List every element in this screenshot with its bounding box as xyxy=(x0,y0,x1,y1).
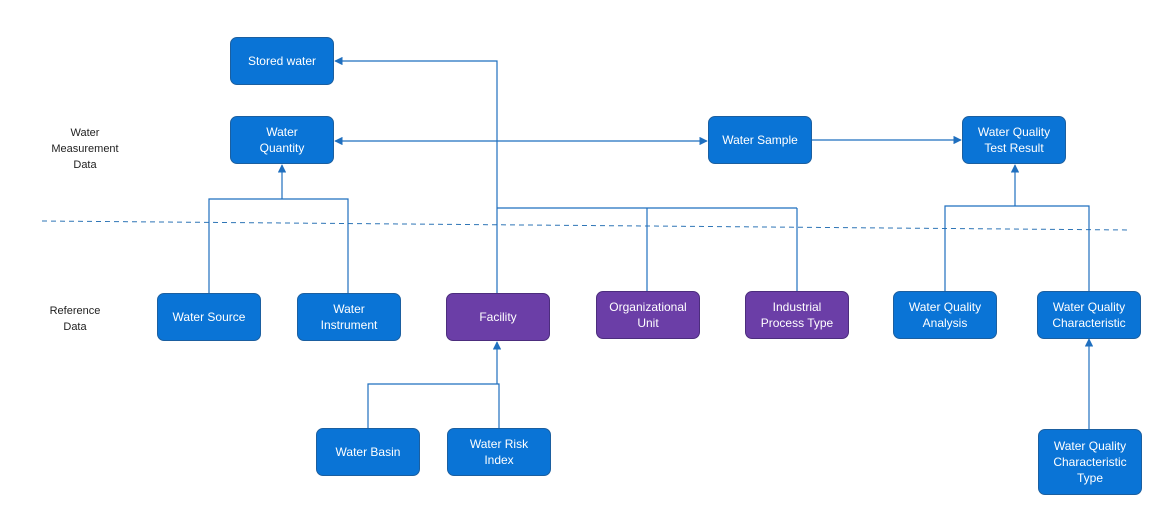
node-industrial-process-type[interactable]: Industrial Process Type xyxy=(745,291,849,339)
node-water-quality-analysis[interactable]: Water Quality Analysis xyxy=(893,291,997,339)
node-water-quantity[interactable]: Water Quantity xyxy=(230,116,334,164)
node-water-sample[interactable]: Water Sample xyxy=(708,116,812,164)
connector-basin-risk-bus xyxy=(367,383,500,428)
node-water-source[interactable]: Water Source xyxy=(157,293,261,341)
node-water-basin[interactable]: Water Basin xyxy=(316,428,420,476)
node-water-quality-characteristic-type[interactable]: Water Quality Characteristic Type xyxy=(1038,429,1142,495)
node-water-quality-characteristic[interactable]: Water Quality Characteristic xyxy=(1037,291,1141,339)
node-stored-water[interactable]: Stored water xyxy=(230,37,334,85)
node-facility[interactable]: Facility xyxy=(446,293,550,341)
node-organizational-unit[interactable]: Organizational Unit xyxy=(596,291,700,339)
zone-label-measurement: Water Measurement Data xyxy=(51,127,119,171)
connector-source-instrument-bus xyxy=(208,198,349,293)
layer-separator-line xyxy=(41,220,1131,231)
node-water-risk-index[interactable]: Water Risk Index xyxy=(447,428,551,476)
zone-label-reference: Reference Data xyxy=(49,305,101,333)
connector-facility-to-stored-water xyxy=(334,56,498,293)
node-water-quality-test-result[interactable]: Water Quality Test Result xyxy=(962,116,1066,164)
connector-analysis-characteristic-bus xyxy=(944,205,1090,291)
node-water-instrument[interactable]: Water Instrument xyxy=(297,293,401,341)
